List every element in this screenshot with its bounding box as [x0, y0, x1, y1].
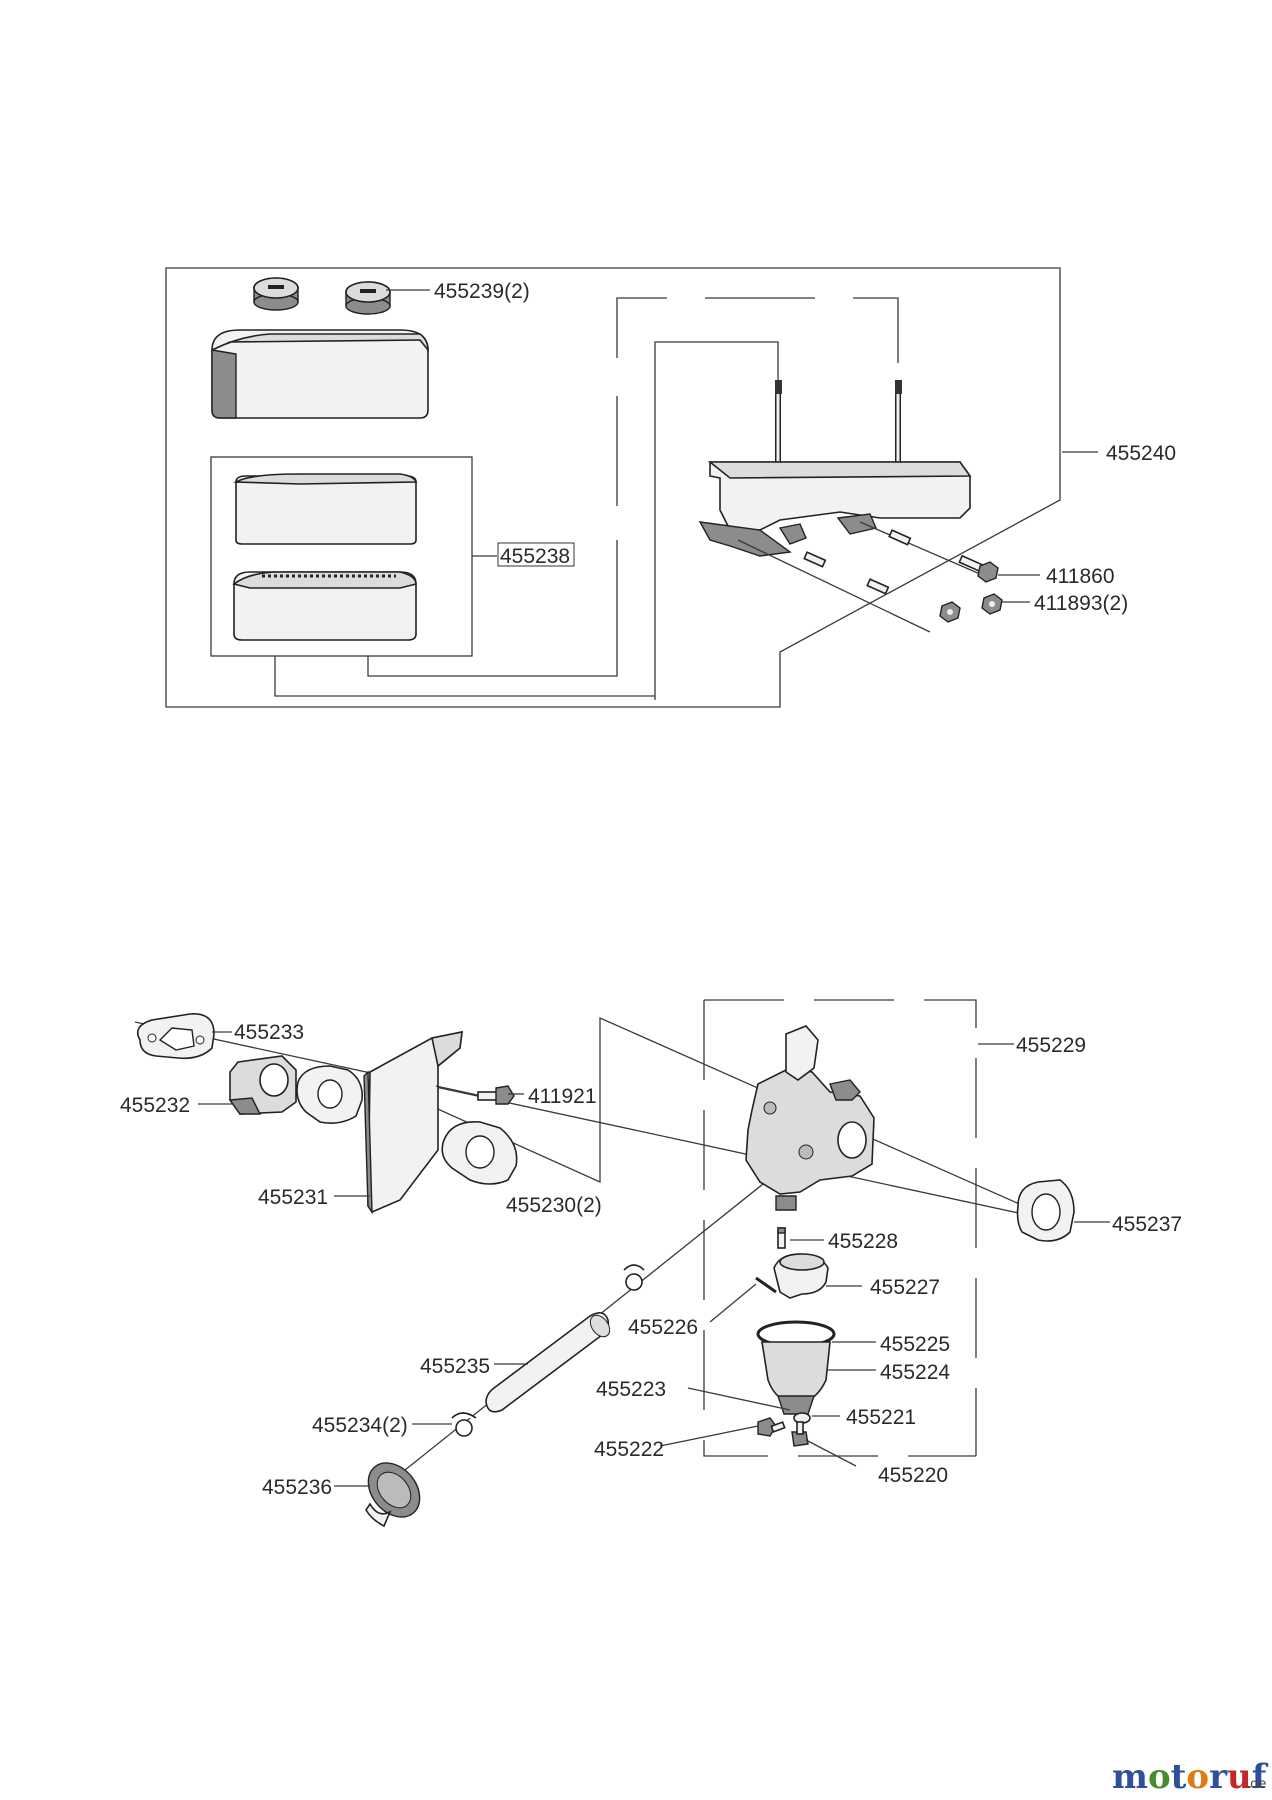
insulator-455232: [228, 1055, 297, 1115]
fuel-line-455235: [485, 1312, 611, 1413]
label-455235: 455235: [420, 1355, 490, 1378]
nut-411893-b: [981, 593, 1003, 615]
air-filter-assembly: 455239(2) 455240 455238 411860 411893(2): [165, 267, 1176, 708]
gasket-mid: [296, 1065, 364, 1124]
label-455234: 455234(2): [312, 1414, 408, 1437]
logo-letter-u: u: [1227, 1757, 1252, 1797]
carburetor-body: [745, 1025, 875, 1211]
label-455224: 455224: [880, 1361, 950, 1384]
filter-lead-2: [367, 540, 618, 677]
logo-letter-t: t: [1171, 1757, 1187, 1797]
label-411921: 411921: [528, 1085, 597, 1108]
label-455236: 455236: [262, 1476, 332, 1499]
gasket-455233: [136, 1013, 215, 1060]
clip-455234: [451, 1412, 477, 1437]
label-455226: 455226: [628, 1316, 698, 1339]
bolt-411860: [958, 554, 999, 583]
logo-letter-f: f: [1252, 1757, 1269, 1797]
heat-shield-455231: [363, 1030, 463, 1215]
label-455228: 455228: [828, 1230, 898, 1253]
clip-455226: [623, 1264, 645, 1291]
gasket-455237: [1016, 1179, 1075, 1242]
knob-455239-a: [253, 277, 299, 311]
label-455225: 455225: [880, 1333, 950, 1356]
label-455229: 455229: [1016, 1034, 1086, 1057]
pin-455226: [755, 1276, 777, 1294]
label-411860: 411860: [1046, 565, 1115, 588]
label-455230: 455230(2): [506, 1194, 602, 1217]
filter-lead-1: [274, 656, 655, 697]
carburetor-bracket-455229: [703, 1000, 976, 1457]
knob-455239-b: [345, 281, 391, 315]
air-filter-base: [698, 380, 972, 557]
air-filter-cover: [211, 329, 429, 419]
label-455227: 455227: [870, 1276, 940, 1299]
screw-411921: [435, 1085, 515, 1105]
label-455223: 455223: [596, 1378, 666, 1401]
label-455232: 455232: [120, 1094, 190, 1117]
logo-letter-r: r: [1209, 1757, 1228, 1797]
fuel-filter-455236: [365, 1462, 421, 1528]
screw-455222: [757, 1417, 786, 1437]
label-411893: 411893(2): [1034, 592, 1128, 615]
label-455220: 455220: [878, 1464, 948, 1487]
filter-element-upper: [233, 473, 418, 545]
logo-letter-o2: o: [1186, 1757, 1209, 1797]
inner-lead: [654, 341, 779, 700]
label-455222: 455222: [594, 1438, 664, 1461]
carburetor-assembly: 455233 455229 455232 411921 455231 45523…: [120, 999, 1182, 1528]
logo-suffix: .de: [1246, 1777, 1266, 1792]
label-455237: 455237: [1112, 1213, 1182, 1236]
motoruf-logo: motoruf .de: [1112, 1757, 1269, 1797]
label-455240: 455240: [1106, 442, 1176, 465]
bowl-455224: [756, 1320, 836, 1415]
filter-element-lower: [232, 571, 417, 641]
svg-text:motoruf: motoruf: [1112, 1757, 1269, 1797]
float-455227: [773, 1253, 829, 1299]
pins: [737, 521, 981, 633]
logo-letter-o1: o: [1148, 1757, 1171, 1797]
label-455238: 455238: [500, 545, 570, 568]
gasket-455230: [441, 1121, 518, 1185]
stud-bracket: [616, 297, 899, 506]
needle-455228: [777, 1227, 786, 1249]
logo-letter-m: m: [1112, 1757, 1148, 1797]
label-455231: 455231: [258, 1186, 328, 1209]
label-455233: 455233: [234, 1021, 304, 1044]
label-455239: 455239(2): [434, 280, 530, 303]
label-455221: 455221: [846, 1406, 916, 1429]
screw-455220: [791, 1421, 809, 1447]
nut-411893-a: [939, 601, 961, 623]
assembly-frame-455240: [165, 267, 1061, 708]
